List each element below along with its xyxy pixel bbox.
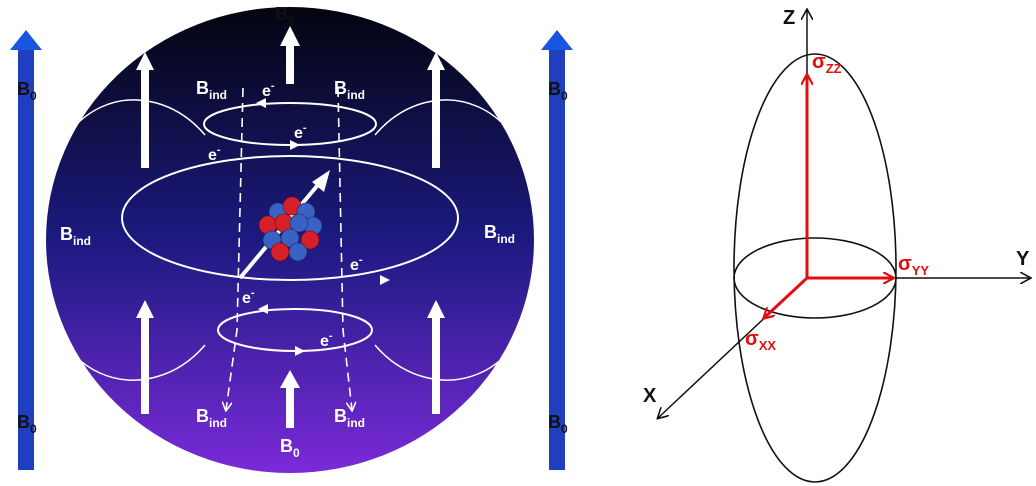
orbit-middle [121, 155, 459, 281]
b0-label-bar-left-top: B0 [17, 79, 37, 103]
bind-label-top-left: Bind [196, 78, 227, 102]
b0-arrow-lower-left [136, 300, 154, 414]
sigma-xx-vector [764, 276, 809, 318]
z-axis-label: Z [783, 7, 795, 29]
b0-bar-left [10, 30, 42, 470]
bind-label-left: Bind [60, 224, 91, 248]
sigma-yy-label: σYY [898, 253, 929, 278]
bind-label-bottom-right: Bind [334, 406, 365, 430]
sigma-zz-label: σZZ [812, 51, 842, 76]
electron-label-6: e- [320, 330, 333, 350]
b0-arrow-bottom-center [280, 370, 300, 428]
right-diagram: Z Y X σZZ σYY σXX [643, 7, 1030, 483]
electron-label-4: e- [350, 254, 363, 274]
ellipsoid-equator [733, 237, 897, 319]
shielding-ellipsoid [733, 53, 897, 483]
b0-arrow-top-center [280, 26, 300, 84]
electron-label-3: e- [208, 144, 221, 164]
b0-label-bottom: B0 [280, 436, 300, 460]
bind-label-bottom-left: Bind [196, 406, 227, 430]
y-axis-label: Y [1016, 248, 1030, 270]
b0-label-bar-left-bottom: B0 [17, 412, 37, 436]
b0-label-top: B0 [275, 4, 295, 28]
b0-arrow-upper-left [136, 52, 154, 168]
axes [658, 10, 1030, 418]
x-axis-label: X [643, 385, 657, 407]
orbit-direction-arrows [256, 98, 390, 356]
electron-label-2: e- [294, 122, 307, 142]
nucleus [258, 196, 323, 262]
b0-label-bar-right-top: B0 [548, 79, 568, 103]
induced-field-lines [37, 99, 543, 381]
bind-label-top-right: Bind [334, 78, 365, 102]
b0-field-arrows [136, 26, 445, 428]
bind-label-right: Bind [484, 222, 515, 246]
sigma-xx-label: σXX [745, 328, 776, 353]
b0-label-bar-right-bottom: B0 [548, 412, 568, 436]
left-diagram: B0 B0 B0 B0 [10, 4, 573, 473]
b0-arrow-upper-right [427, 52, 445, 168]
electron-label-1: e- [262, 80, 275, 100]
b0-arrow-lower-right [427, 300, 445, 414]
electron-label-5: e- [242, 287, 255, 307]
tensor-vectors [764, 75, 893, 318]
b0-bar-right [541, 30, 573, 470]
ellipsoid-outline [733, 53, 897, 483]
induced-dashed-lines [226, 87, 352, 410]
